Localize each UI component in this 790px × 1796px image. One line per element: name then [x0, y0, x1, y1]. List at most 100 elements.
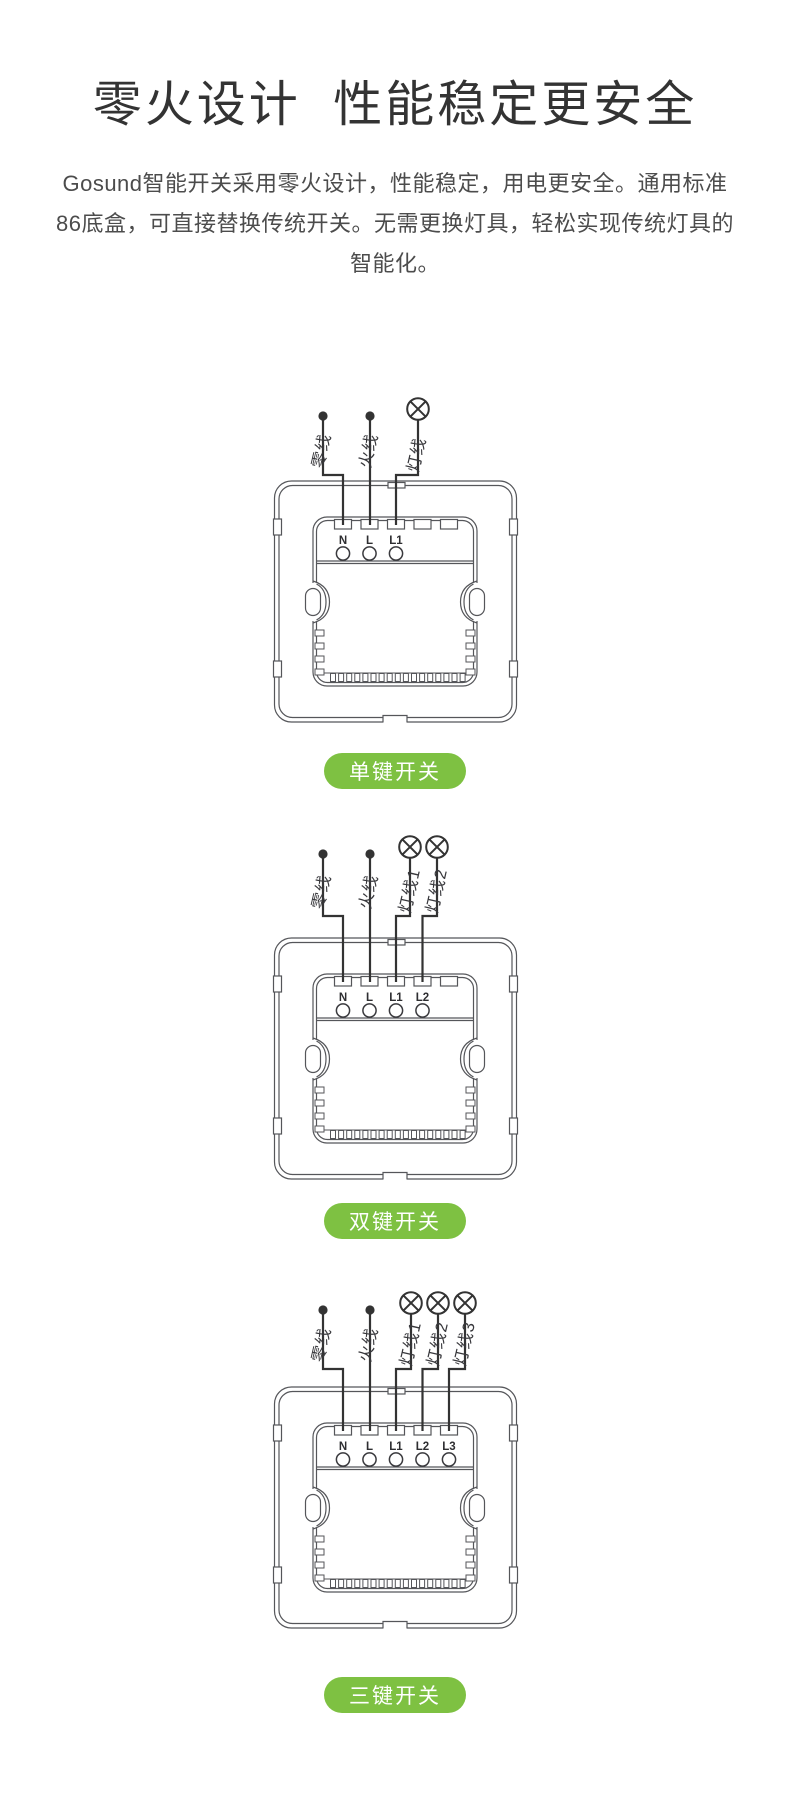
badge-single-key: 单键开关: [324, 753, 466, 789]
terminal-screw: [335, 546, 351, 561]
mounting-hole: [468, 1044, 486, 1074]
mounting-hole: [468, 587, 486, 617]
plate-side-tick: [508, 660, 519, 678]
terminal-label: L2: [416, 1441, 429, 1453]
terminal-screw: [362, 1452, 377, 1467]
terminal-slot: [413, 518, 432, 530]
lamp-wire: [421, 1314, 440, 1431]
wire-label: 灯线: [403, 436, 429, 474]
plate-side-tick: [508, 1424, 519, 1442]
plate-side-tick: [508, 1117, 519, 1135]
badge-double-key: 双键开关: [324, 1203, 466, 1239]
wire-label: 零线: [308, 432, 334, 470]
plate-side-tick: [272, 975, 283, 993]
wire-dot: [365, 411, 375, 421]
wiring-diagram-single-key: N L L1 零线火线灯线: [185, 396, 605, 728]
plate-side-tick: [508, 1566, 519, 1584]
terminal-screw: [388, 1452, 404, 1467]
plate-bottom-notch: [382, 1171, 408, 1180]
plate-side-tick: [272, 660, 283, 678]
lamp-icon: [425, 835, 449, 859]
wire-dot: [365, 849, 375, 859]
plate-side-tick: [508, 518, 519, 536]
wire-dot: [318, 849, 328, 859]
plate-side-tick: [272, 1424, 283, 1442]
terminal-label: L2: [416, 992, 429, 1004]
terminal-label: L: [366, 535, 373, 547]
lamp-wire: [447, 1314, 467, 1431]
badge-triple-key: 三键开关: [324, 1677, 466, 1713]
terminal-label: L: [366, 992, 373, 1004]
switch-module: [304, 516, 486, 687]
lamp-wire: [394, 858, 412, 982]
wire-label: 火线: [355, 873, 381, 911]
mounting-hole: [304, 587, 322, 617]
neutral-wire: [321, 854, 345, 982]
intro-line: 86底盒，可直接替换传统开关。无需更换灯具，轻松实现传统灯具的: [56, 211, 734, 236]
lamp-icon: [406, 397, 430, 421]
wire-label: 灯线3: [450, 1320, 479, 1368]
plate-bottom-notch: [382, 714, 408, 723]
wire-label: 火线: [355, 432, 381, 470]
neutral-wire: [321, 416, 345, 525]
wires: [318, 835, 449, 982]
terminal-screw: [441, 1452, 457, 1467]
terminal-screw: [388, 1003, 404, 1018]
lamp-icon: [398, 835, 422, 859]
wire-label: 灯线1: [395, 867, 424, 915]
wire-label: 零线: [308, 1326, 334, 1364]
terminal-label: N: [339, 535, 347, 547]
plate-side-tick: [272, 1566, 283, 1584]
wires: [318, 1291, 477, 1431]
wire-label: 火线: [355, 1326, 381, 1364]
terminal-label: N: [339, 992, 347, 1004]
mounting-hole: [304, 1044, 322, 1074]
terminal-strip: N L L1: [333, 518, 459, 561]
terminal-strip: N L L1 L2 L3: [333, 1424, 459, 1467]
wire-dot: [318, 1305, 328, 1315]
wire-label: 灯线1: [396, 1320, 425, 1368]
terminal-label: L1: [389, 992, 403, 1004]
lamp-wire: [421, 858, 439, 982]
terminal-slot: [439, 975, 459, 987]
wire-dot: [318, 411, 328, 421]
wire-label: 灯线2: [422, 867, 451, 915]
terminal-screw: [415, 1003, 430, 1018]
terminal-screw: [415, 1452, 430, 1467]
lamp-icon: [453, 1291, 477, 1315]
terminal-screw: [362, 546, 377, 561]
terminal-label: L1: [389, 535, 403, 547]
wire-dot: [365, 1305, 375, 1315]
terminal-label: N: [339, 1441, 347, 1453]
plate-side-tick: [272, 1117, 283, 1135]
wire-label: 零线: [308, 873, 334, 911]
terminal-label: L1: [389, 1441, 403, 1453]
intro-line: 智能化。: [349, 251, 440, 276]
lamp-wire: [394, 420, 420, 525]
terminal-slot: [439, 518, 459, 530]
intro-line: Gosund智能开关采用零火设计，性能稳定，用电更安全。通用标准: [62, 171, 728, 196]
mounting-hole: [304, 1493, 322, 1523]
plate-side-tick: [272, 518, 283, 536]
terminal-screw: [362, 1003, 377, 1018]
module-teeth: [314, 1535, 476, 1588]
lamp-icon: [399, 1291, 423, 1315]
neutral-wire: [321, 1310, 345, 1431]
intro-paragraph: Gosund智能开关采用零火设计，性能稳定，用电更安全。通用标准 86底盒，可直…: [30, 164, 760, 284]
terminal-strip: N L L1 L2: [333, 975, 459, 1018]
terminal-screw: [335, 1003, 351, 1018]
mounting-hole: [468, 1493, 486, 1523]
module-teeth: [314, 629, 476, 682]
terminal-screw: [388, 546, 404, 561]
terminal-screw: [335, 1452, 351, 1467]
terminal-label: L: [366, 1441, 373, 1453]
lamp-wire: [394, 1314, 413, 1431]
lamp-icon: [426, 1291, 450, 1315]
wire-label: 灯线2: [423, 1320, 452, 1368]
terminal-label: L3: [442, 1441, 455, 1453]
plate-side-tick: [508, 975, 519, 993]
page-title: 零火设计 性能稳定更安全: [92, 78, 698, 132]
